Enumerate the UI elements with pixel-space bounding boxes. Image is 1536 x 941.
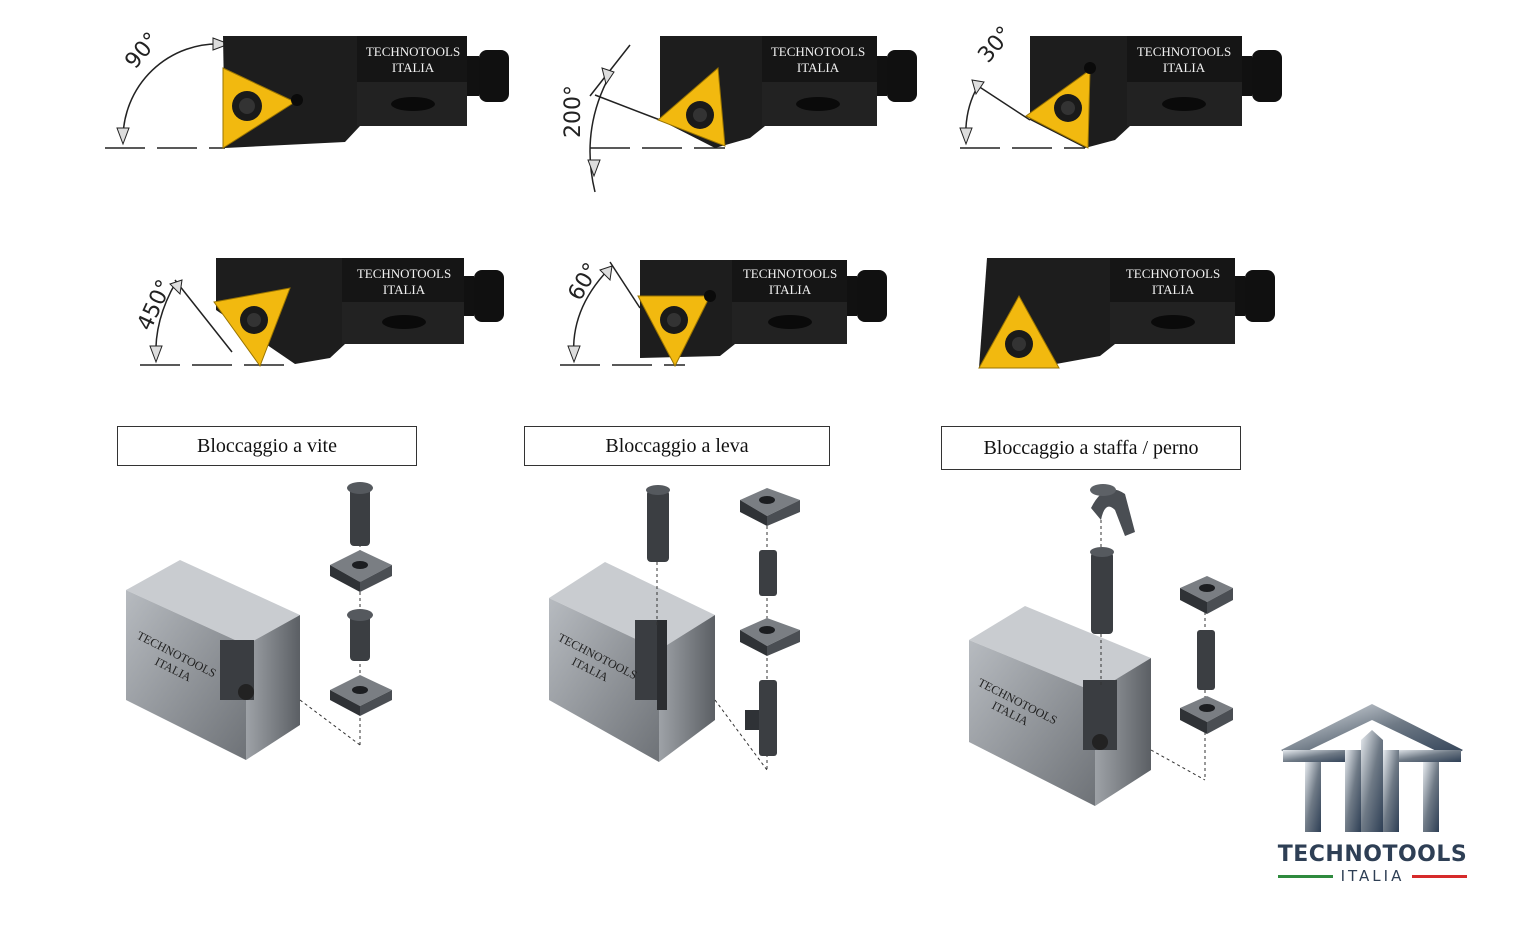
logo-red-line xyxy=(1412,874,1468,878)
tool-sub: ITALIA xyxy=(1163,60,1206,75)
tool-sub: ITALIA xyxy=(392,60,435,75)
tool-sub: ITALIA xyxy=(769,282,812,297)
tool-brand: TECHNOTOOLS xyxy=(1126,266,1220,281)
tool-holder-200: 200° TECHNOTOOLS ITALIA xyxy=(561,36,917,193)
clamp-pin-diagram: TECHNOTOOLS ITALIA xyxy=(969,484,1233,806)
angle-label: 90° xyxy=(120,28,164,74)
technotools-logo: TECHNOTOOLS ITALIA xyxy=(1275,700,1470,890)
tool-brand: TECHNOTOOLS xyxy=(366,44,460,59)
angle-label: 30° xyxy=(973,22,1017,68)
angle-label: 60° xyxy=(564,259,605,305)
angle-label: 200° xyxy=(561,85,586,138)
tool-sub: ITALIA xyxy=(383,282,426,297)
logo-subtitle: ITALIA xyxy=(1275,866,1470,886)
mount-label-clamp: Bloccaggio a staffa / perno xyxy=(941,426,1241,470)
screw-clamp-diagram: TECHNOTOOLS ITALIA xyxy=(126,482,392,760)
tool-holder-60: 60° TECHNOTOOLS ITALIA xyxy=(560,259,887,368)
tool-holder-450: 450° TECHNOTOOLS ITALIA xyxy=(133,258,504,368)
tool-holder-30: 30° TECHNOTOOLS ITALIA xyxy=(959,22,1282,149)
tool-brand: TECHNOTOOLS xyxy=(743,266,837,281)
mount-label-lever: Bloccaggio a leva xyxy=(524,426,830,466)
tool-holder-plain: TECHNOTOOLS ITALIA xyxy=(978,258,1275,369)
logo-mark-icon xyxy=(1281,704,1463,832)
angle-label: 450° xyxy=(133,276,178,335)
tool-sub: ITALIA xyxy=(797,60,840,75)
logo-sub-text: ITALIA xyxy=(1340,867,1405,885)
logo-name: TECHNOTOOLS xyxy=(1277,842,1468,867)
tool-brand: TECHNOTOOLS xyxy=(357,266,451,281)
tool-brand: TECHNOTOOLS xyxy=(1137,44,1231,59)
tool-sub: ITALIA xyxy=(1152,282,1195,297)
lever-clamp-diagram: TECHNOTOOLS ITALIA xyxy=(549,485,800,771)
mount-label-screw: Bloccaggio a vite xyxy=(117,426,417,466)
logo-green-line xyxy=(1277,874,1333,878)
tool-brand: TECHNOTOOLS xyxy=(771,44,865,59)
tool-holder-90: 90° TECHNOTOOLS ITALIA xyxy=(105,28,509,149)
